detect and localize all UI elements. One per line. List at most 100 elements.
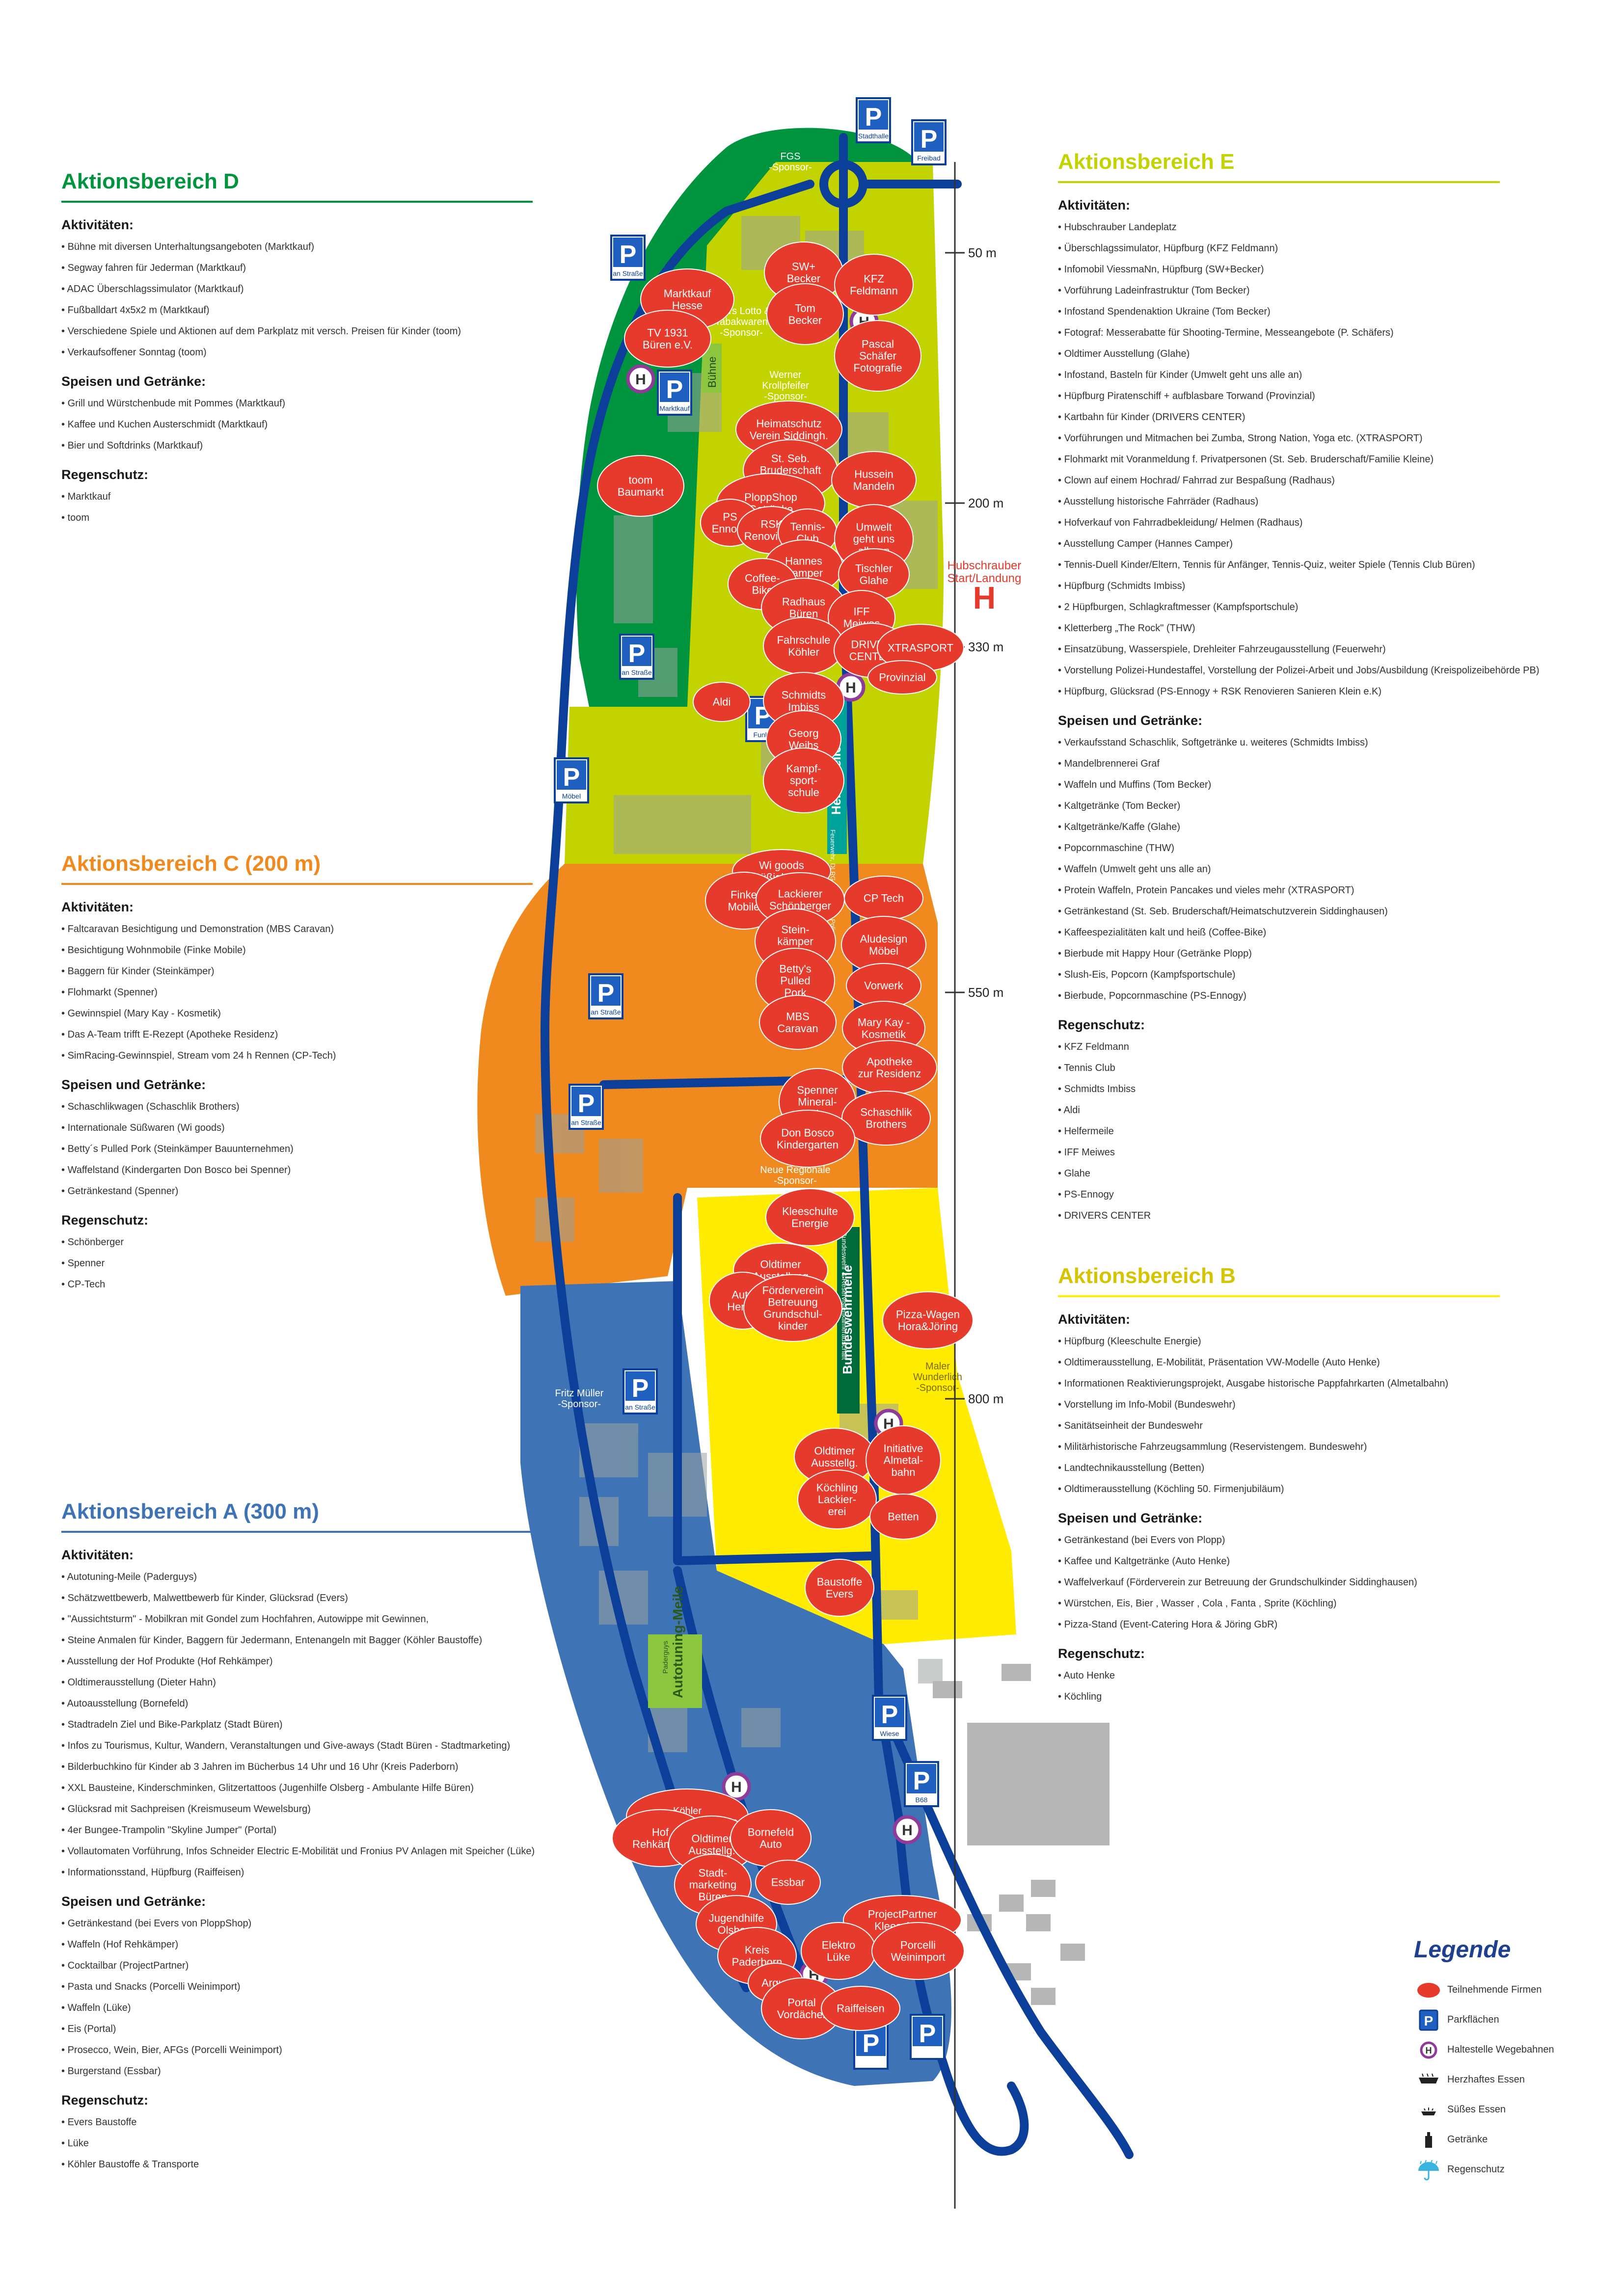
company-name-line: Portal [787, 1997, 815, 2009]
legend-row: Getränke [1414, 2125, 1561, 2155]
company-name-line: Köchling [816, 1482, 858, 1494]
company-marker-shape [834, 320, 921, 392]
company-name-line: Initiative [884, 1442, 923, 1455]
company-name-line: Stadt- [699, 1867, 728, 1879]
company-name-line: Oldtimer [814, 1445, 855, 1457]
parking-sign-label: Marktkauf [659, 404, 690, 412]
parking-sign-label: B68 [916, 1796, 928, 1804]
parking-icon[interactable]: Pan Straße [588, 973, 623, 1019]
company-name-line: Becker [788, 314, 822, 326]
company-marker[interactable]: Betten [869, 1494, 937, 1540]
company-name-line: Vordächer [777, 2008, 826, 2021]
legend-row: Herzhaftes Essen [1414, 2065, 1561, 2095]
company-name-line: MBS [786, 1011, 810, 1023]
activities-heading: Aktivitäten: [61, 217, 134, 232]
parking-icon[interactable]: P [910, 2014, 945, 2060]
rain-list: KFZ FeldmannTennis ClubSchmidts ImbissAl… [1058, 1037, 1500, 1227]
food-list: Schaschlikwagen (Schaschlik Brothers)Int… [61, 1096, 533, 1202]
section-e-title: Aktionsbereich E [1058, 150, 1235, 174]
parking-sign-label: an Straße [571, 1119, 601, 1126]
list-item: Informationen Reaktivierungsprojekt, Aus… [1058, 1373, 1500, 1394]
list-item: Oldtimerausstellung (Dieter Hahn) [61, 1672, 533, 1693]
bus-stop-icon[interactable]: H [893, 1815, 922, 1844]
company-marker[interactable]: Vorwerk [846, 963, 921, 1008]
section-rule [61, 883, 533, 885]
parking-icon[interactable]: P [853, 2024, 889, 2070]
bus-stop-symbol: H [845, 680, 856, 696]
company-name-line: Mineral- [798, 1096, 837, 1108]
list-item: Bühne mit diversen Unterhaltungsangebote… [61, 237, 533, 258]
list-item: Glahe [1058, 1163, 1500, 1184]
sponsor-labels: FGS-Sponsor- Evers Lotto &Tabakwaren-Spo… [555, 151, 962, 1410]
parking-icon[interactable]: Pan Straße [568, 1084, 604, 1130]
company-marker[interactable]: Raiffeisen [821, 1986, 900, 2031]
company-name-line: Vorwerk [864, 980, 903, 992]
company-name-line: zur Residenz [858, 1068, 921, 1080]
bus-stop-icon[interactable]: H [626, 364, 655, 394]
small-buildings-east [933, 1664, 1085, 2005]
list-item: Kaffee und Kuchen Austerschmidt (Marktka… [61, 414, 533, 435]
company-marker[interactable]: Aldi [693, 682, 751, 722]
list-item: ADAC Überschlagssimulator (Marktkauf) [61, 279, 533, 300]
list-item: Waffelstand (Kindergarten Don Bosco bei … [61, 1160, 533, 1181]
company-name-line: schule [788, 786, 819, 799]
section-c-panel: Aktionsbereich C (200 m)Aktivitäten:Falt… [61, 852, 533, 1295]
parking-symbol: P [863, 2029, 880, 2058]
company-marker-shape [597, 455, 684, 517]
parking-icon[interactable]: Pan Straße [610, 235, 646, 281]
company-marker-shape [871, 1922, 965, 1980]
company-name-line: Hussein [854, 468, 893, 481]
list-item: Infos zu Tourismus, Kultur, Wandern, Ver… [61, 1735, 533, 1757]
list-item: Pasta und Snacks (Porcelli Weinimport) [61, 1976, 533, 1998]
list-item: Verkaufsstand Schaschlik, Softgetränke u… [1058, 732, 1500, 753]
list-item: Baggern für Kinder (Steinkämper) [61, 961, 533, 982]
company-marker-shape [765, 1188, 855, 1246]
parking-icon[interactable]: Pan Straße [623, 1368, 658, 1415]
company-name-line: Brothers [866, 1118, 906, 1130]
list-item: Oldtimer Ausstellung (Glahe) [1058, 344, 1500, 365]
parking-sign-label: an Straße [591, 1008, 621, 1016]
company-marker[interactable]: Essbar [755, 1860, 821, 1905]
list-item: Flohmarkt (Spenner) [61, 982, 533, 1003]
company-marker[interactable]: CP Tech [844, 876, 923, 921]
company-name-line: Almetal- [884, 1454, 923, 1467]
list-item: Internationale Süßwaren (Wi goods) [61, 1118, 533, 1139]
company-marker[interactable]: Provinzial [867, 660, 937, 694]
list-item: Lüke [61, 2133, 533, 2154]
company-marker[interactable]: Kampf-sport-schule [763, 748, 844, 813]
bus-stop-icon[interactable]: H [722, 1772, 751, 1801]
parking-icon[interactable]: Pan Straße [619, 634, 654, 680]
